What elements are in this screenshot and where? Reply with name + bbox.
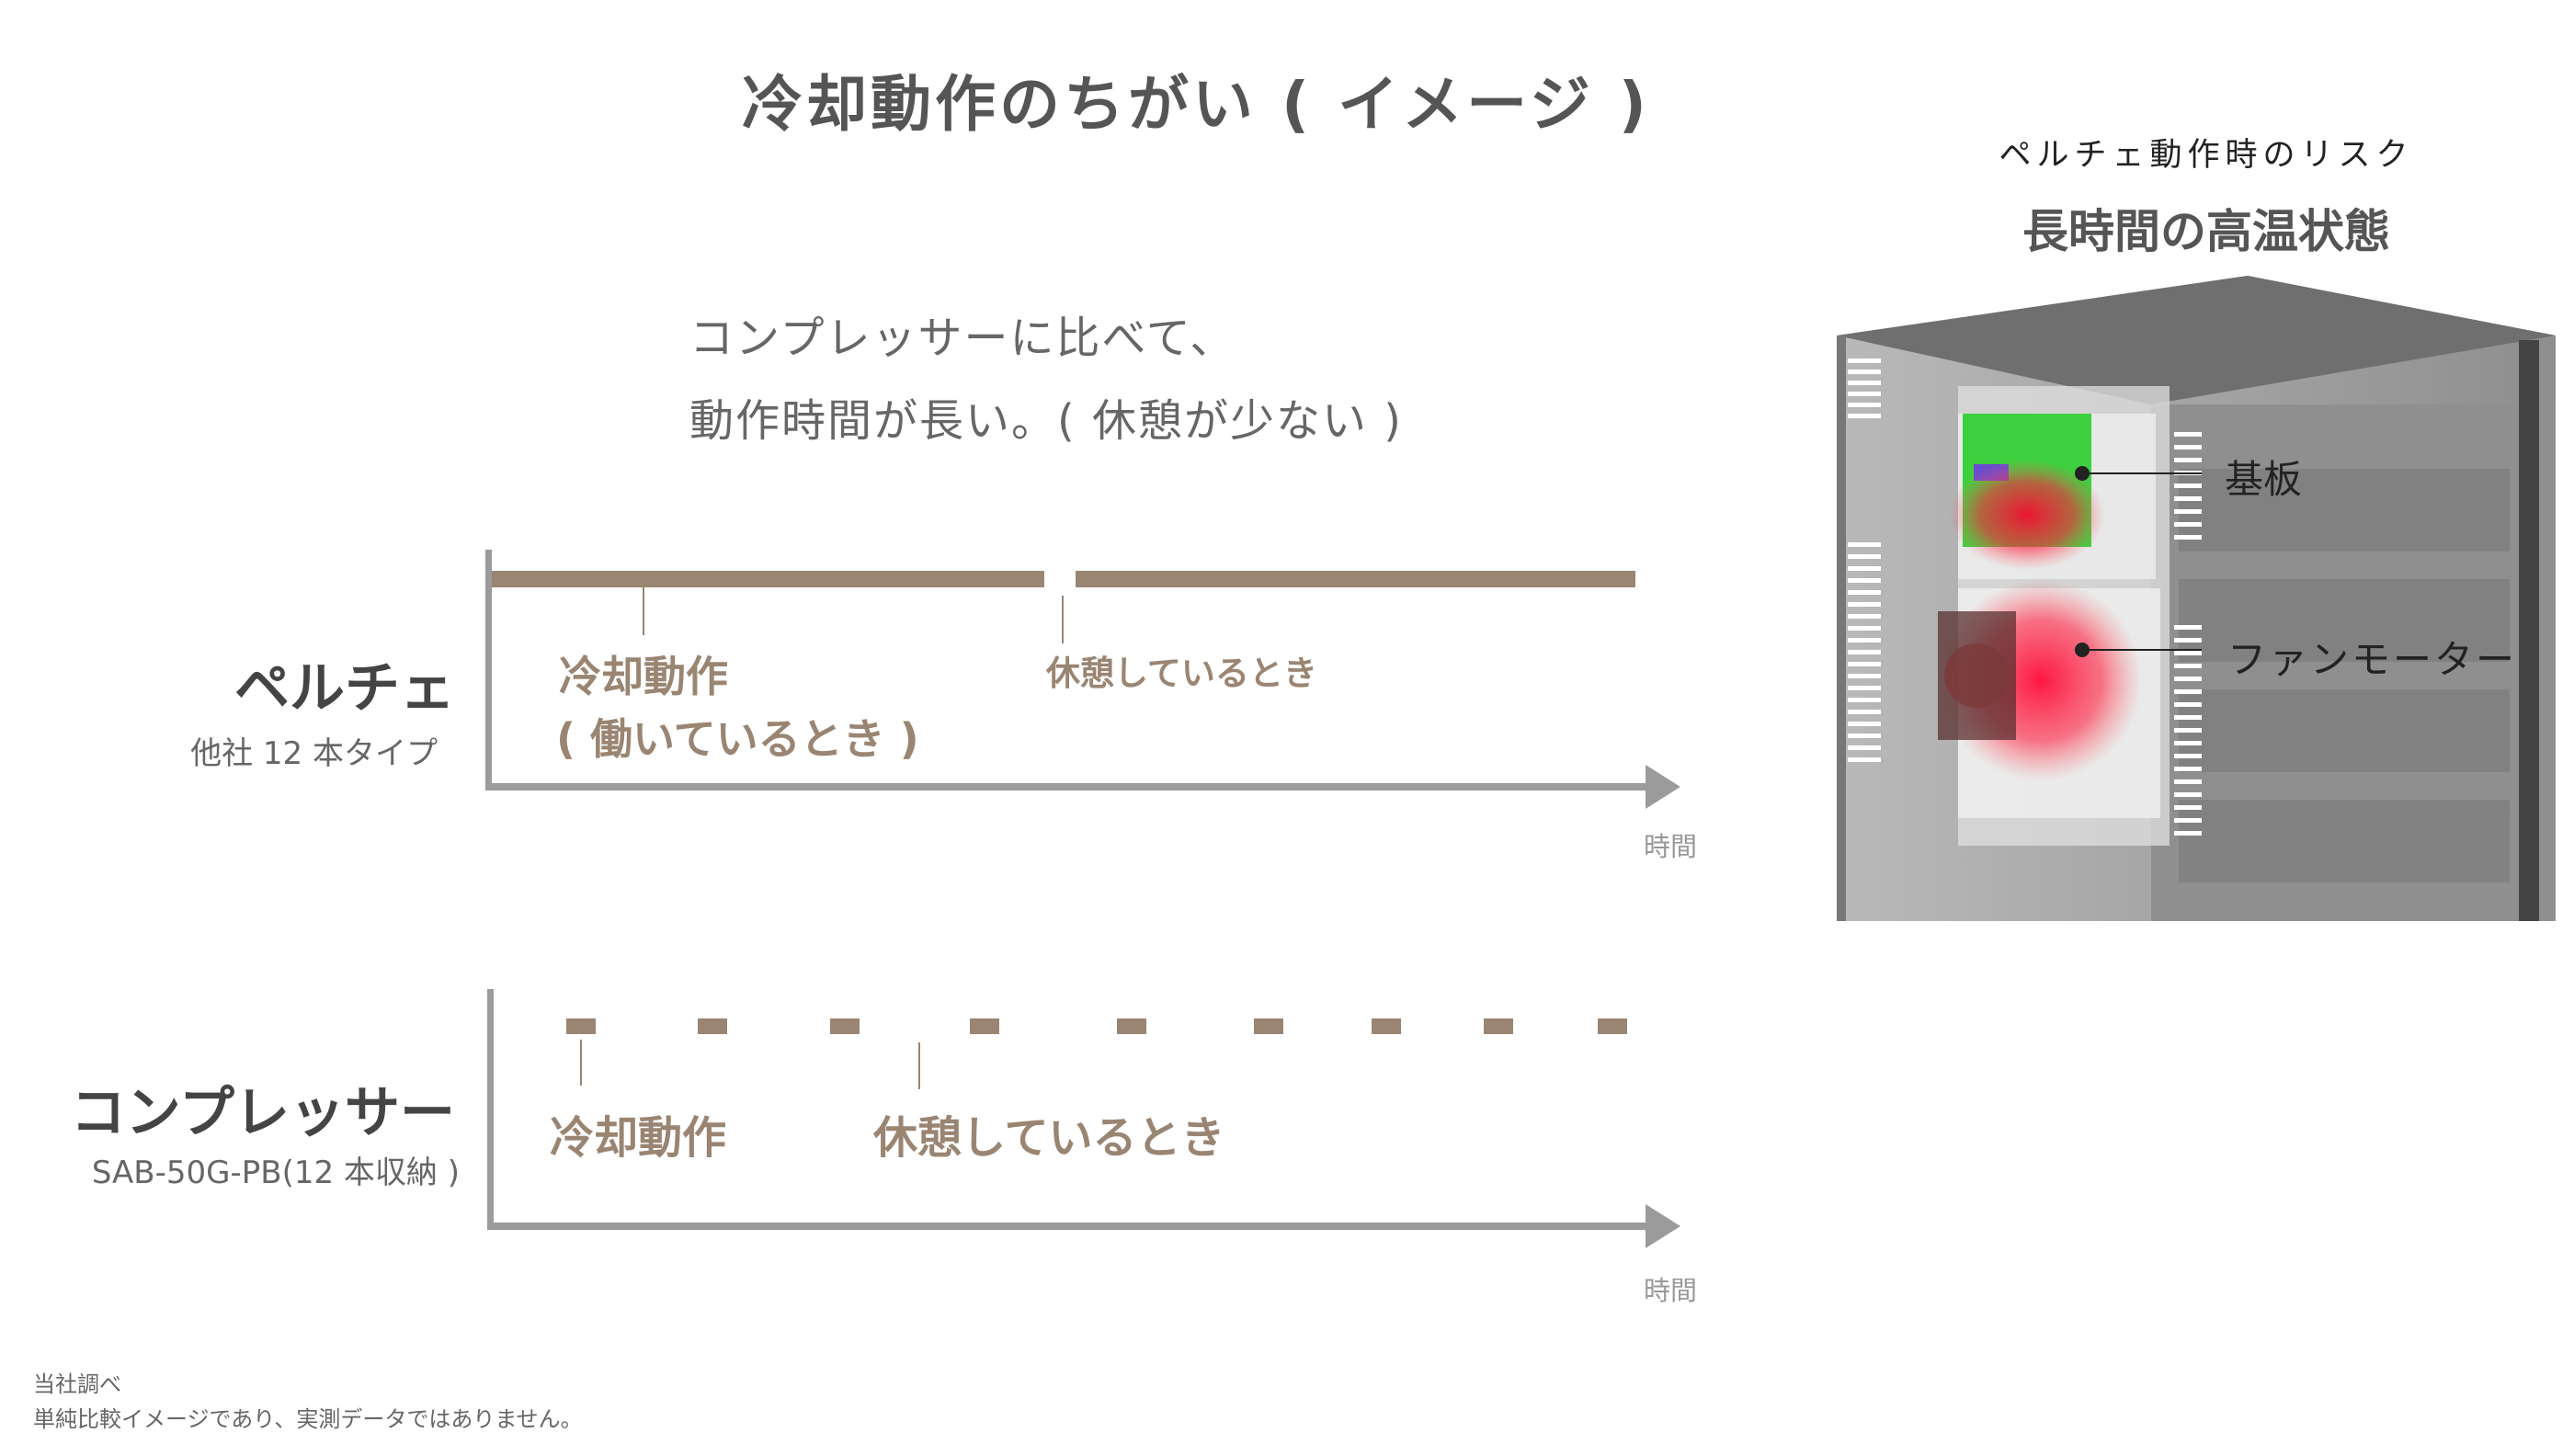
compressor-pulse-2 xyxy=(698,1018,727,1034)
footnote-source: 当社調べ xyxy=(33,1371,121,1397)
compressor-x-axis xyxy=(487,1223,1653,1230)
callout-board: 基板 xyxy=(2225,457,2303,502)
peltier-y-axis xyxy=(485,550,492,791)
compressor-pulse-9 xyxy=(1598,1018,1627,1034)
peltier-cooling-bar-1 xyxy=(492,571,1044,587)
peltier-time-axis-label: 時間 xyxy=(1644,831,1698,862)
peltier-cooling-bar-2 xyxy=(1076,571,1635,587)
peltier-label: ペルチェ xyxy=(234,656,455,721)
compressor-cooling-pulses xyxy=(566,1018,1627,1034)
compressor-rest-label: 休憩しているとき xyxy=(873,1112,1225,1164)
compressor-y-axis xyxy=(487,989,494,1230)
compressor-pulse-6 xyxy=(1254,1018,1283,1034)
summary-line-1: コンプレッサーに比べて、 xyxy=(689,313,1236,364)
peltier-arrow-head xyxy=(1646,765,1680,809)
peltier-rest-label: 休憩しているとき xyxy=(1046,654,1317,693)
compressor-timeline xyxy=(487,989,1680,1248)
compressor-cooling-label: 冷却動作 xyxy=(550,1112,727,1164)
compressor-time-axis-label: 時間 xyxy=(1644,1275,1698,1306)
compressor-pulse-8 xyxy=(1484,1018,1513,1034)
risk-heading: ペルチェ動作時のリスク xyxy=(1999,137,2414,174)
compressor-arrow-head xyxy=(1646,1204,1680,1248)
risk-title: 長時間の高温状態 xyxy=(2022,205,2390,258)
peltier-timeline xyxy=(485,550,1680,809)
peltier-cooling-sublabel: ( 働いているとき ) xyxy=(556,714,919,764)
peltier-cooling-label: 冷却動作 xyxy=(559,652,728,701)
peltier-x-axis xyxy=(485,783,1653,791)
compressor-sublabel: SAB-50G-PB(12 本収納 ) xyxy=(91,1155,460,1191)
compressor-pulse-4 xyxy=(970,1018,999,1034)
footnote-disclaimer: 単純比較イメージであり、実測データではありません。 xyxy=(33,1406,583,1432)
compressor-label: コンプレッサー xyxy=(70,1081,455,1145)
peltier-sublabel: 他社 12 本タイプ xyxy=(190,735,438,772)
compressor-pulse-5 xyxy=(1117,1018,1146,1034)
page-title: 冷却動作のちがい ( イメージ ) xyxy=(742,69,1650,140)
compressor-pulse-3 xyxy=(830,1018,860,1034)
compressor-pulse-1 xyxy=(566,1018,596,1034)
summary-line-2: 動作時間が長い。( 休憩が少ない ) xyxy=(689,395,1403,447)
callout-fan-motor: ファンモーター xyxy=(2227,637,2518,682)
wine-cabinet-illustration xyxy=(1837,276,2556,921)
compressor-pulse-7 xyxy=(1372,1018,1401,1034)
